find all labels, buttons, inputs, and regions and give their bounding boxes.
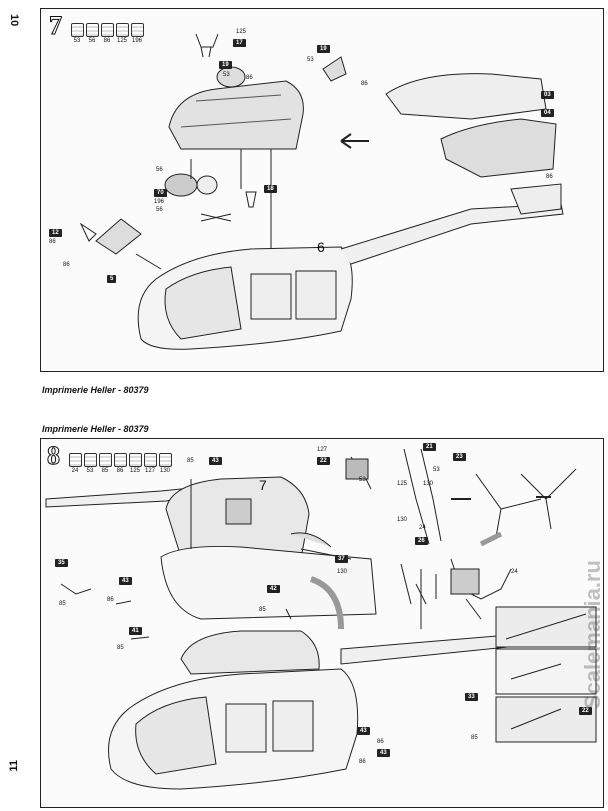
imprint-bottom: Imprimerie Heller - 80379 xyxy=(42,424,149,434)
paint-label: 24 xyxy=(419,525,426,531)
part-tag: 22 xyxy=(579,707,592,715)
paint-pot: 125 xyxy=(129,453,142,474)
part-tag: 19 xyxy=(219,61,232,69)
part-tag: 5 xyxy=(107,275,117,283)
paint-label: 53 xyxy=(223,72,230,78)
paint-code: 125 xyxy=(116,38,127,44)
paint-label: 24 xyxy=(511,569,518,575)
paint-label: 130 xyxy=(337,569,348,575)
paint-label: 85 xyxy=(187,458,194,464)
paint-pot: 125 xyxy=(116,23,129,44)
part-tag: 37 xyxy=(335,555,348,563)
paint-label: 130 xyxy=(397,517,408,523)
paint-code: 53 xyxy=(73,38,81,44)
part-tag: 43 xyxy=(357,727,370,735)
paint-label: 130 xyxy=(423,481,434,487)
paint-label: 86 xyxy=(359,759,366,765)
paint-label: 85 xyxy=(471,735,478,741)
paint-label: 86 xyxy=(546,174,553,180)
paint-label: 86 xyxy=(361,81,368,87)
step-8-paint-list: 24 53 85 86 125 127 130 xyxy=(69,453,172,474)
paint-label: 86 xyxy=(107,597,114,603)
paint-label: 56 xyxy=(156,167,163,173)
part-tag: 23 xyxy=(453,453,466,461)
paint-pot: 53 xyxy=(84,453,97,474)
part-tag: 17 xyxy=(233,39,246,47)
part-tag: 03 xyxy=(541,91,554,99)
watermark: Scalemania.ru xyxy=(580,560,605,710)
page-number-bottom: 11 xyxy=(8,760,20,772)
paint-pot: 53 xyxy=(71,23,84,44)
paint-label: 86 xyxy=(49,239,56,245)
part-tag: 21 xyxy=(423,443,436,451)
part-tag: 26 xyxy=(415,537,428,545)
paint-code: 196 xyxy=(131,38,142,44)
paint-label: 85 xyxy=(259,607,266,613)
step-ref-number: 6 xyxy=(317,239,325,255)
step-ref-number: 7 xyxy=(259,477,267,493)
paint-code: 56 xyxy=(88,38,96,44)
part-tag: 42 xyxy=(267,585,280,593)
paint-pot: 86 xyxy=(114,453,127,474)
paint-label: 86 xyxy=(377,739,384,745)
paint-label: 53 xyxy=(359,477,366,483)
part-tag: 18 xyxy=(264,185,277,193)
part-tag: 22 xyxy=(317,457,330,465)
paint-code: 53 xyxy=(86,468,94,474)
part-tag: 12 xyxy=(49,229,62,237)
paint-label: 56 xyxy=(156,207,163,213)
paint-code: 85 xyxy=(101,468,109,474)
part-tag: 43 xyxy=(119,577,132,585)
paint-pot: 56 xyxy=(86,23,99,44)
paint-label: 53 xyxy=(433,467,440,473)
paint-code: 24 xyxy=(71,468,79,474)
step-7-drawing xyxy=(79,33,564,350)
paint-pot: 130 xyxy=(159,453,172,474)
paint-label: 53 xyxy=(307,57,314,63)
paint-pot: 86 xyxy=(101,23,114,44)
page-number-top: 10 xyxy=(8,14,20,27)
paint-label: 86 xyxy=(246,75,253,81)
part-tag: 33 xyxy=(465,693,478,701)
paint-label: 125 xyxy=(397,481,408,487)
part-tag: 41 xyxy=(129,627,142,635)
step-number-8: 8 xyxy=(47,441,61,471)
paint-pot: 127 xyxy=(144,453,157,474)
imprint-top: Imprimerie Heller - 80379 xyxy=(42,385,149,395)
paint-label: 125 xyxy=(236,29,247,35)
paint-code: 130 xyxy=(159,468,170,474)
step-8-drawing xyxy=(45,448,597,790)
paint-label: 196 xyxy=(154,199,165,205)
paint-label: 127 xyxy=(317,447,328,453)
paint-pot: 196 xyxy=(131,23,144,44)
part-tag: 19 xyxy=(317,45,330,53)
paint-label: 85 xyxy=(117,645,124,651)
part-tag: 43 xyxy=(377,749,390,757)
paint-code: 86 xyxy=(116,468,124,474)
part-tag: 04 xyxy=(541,109,554,117)
part-tag: 43 xyxy=(209,457,222,465)
paint-code: 86 xyxy=(103,38,111,44)
paint-pot: 85 xyxy=(99,453,112,474)
step-number-7: 7 xyxy=(49,11,63,41)
paint-code: 127 xyxy=(144,468,155,474)
step-7-panel: 7 53 56 86 125 196 17 125 19 53 86 19 53… xyxy=(40,8,604,372)
paint-code: 125 xyxy=(129,468,140,474)
step-8-panel: 8 24 53 85 86 125 127 130 43 85 7 127 22… xyxy=(40,438,604,808)
paint-label: 85 xyxy=(59,601,66,607)
step-7-paint-list: 53 56 86 125 196 xyxy=(71,23,144,44)
part-tag: 70 xyxy=(154,189,167,197)
paint-pot: 24 xyxy=(69,453,82,474)
part-tag: 35 xyxy=(55,559,68,567)
paint-label: 86 xyxy=(63,262,70,268)
